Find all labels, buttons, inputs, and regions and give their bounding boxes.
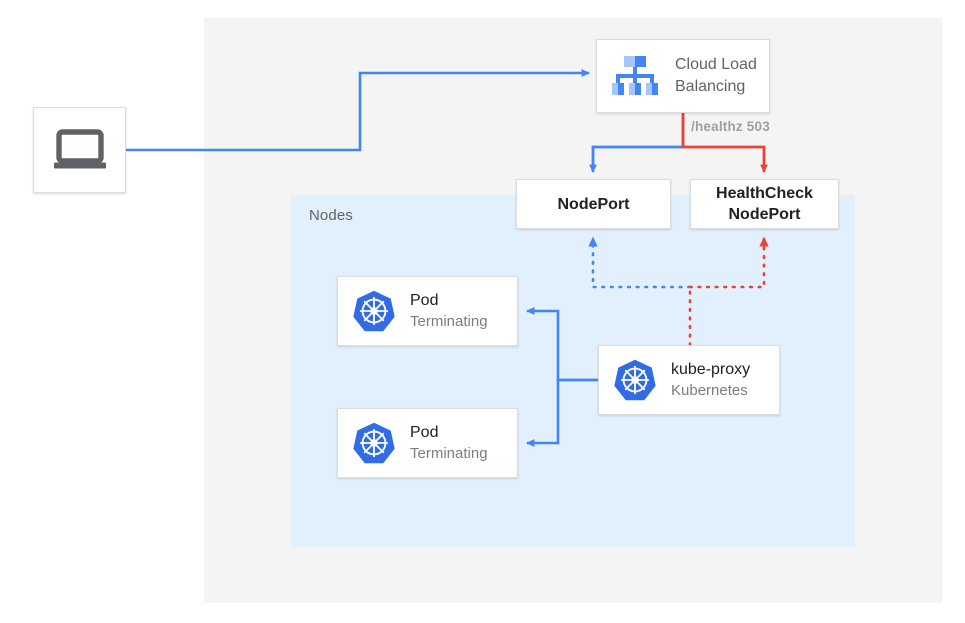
pod-node-1-title: Pod (410, 292, 439, 309)
pod-node-1[interactable]: Pod Terminating (337, 276, 518, 346)
pod-node-2-subtitle: Terminating (410, 445, 488, 462)
nodeport-label: NodePort (557, 195, 630, 213)
cloud-load-balancing-label: Cloud Load Balancing (675, 54, 757, 98)
edge-loadbalancer-to-healthcheck-nodeport (681, 113, 768, 173)
healthcheck-nodeport-line2: NodePort (728, 206, 801, 223)
cloud-load-balancing-line2: Balancing (675, 78, 746, 95)
pod-node-1-text: Pod Terminating (410, 290, 488, 332)
pod-node-1-subtitle: Terminating (410, 313, 488, 330)
kube-proxy-text: kube-proxy Kubernetes (671, 359, 750, 401)
edge-kubeproxy-to-pod1 (526, 307, 598, 382)
kube-proxy-subtitle: Kubernetes (671, 382, 748, 399)
pod-node-2-title: Pod (410, 424, 439, 441)
healthcheck-nodeport-line1: HealthCheck (716, 185, 813, 202)
laptop-icon (52, 129, 108, 171)
nodeport-node[interactable]: NodePort (516, 179, 671, 229)
cloud-load-balancing-icon (609, 52, 661, 100)
healthcheck-nodeport-node[interactable]: HealthCheck NodePort (690, 179, 839, 229)
kube-proxy-title: kube-proxy (671, 361, 751, 378)
kubernetes-icon (613, 358, 657, 402)
edge-client-to-loadbalancer (126, 69, 590, 152)
nodes-panel-label: Nodes (309, 207, 353, 224)
kubernetes-icon (352, 289, 396, 333)
healthcheck-nodeport-label: HealthCheck NodePort (716, 183, 813, 225)
kube-proxy-node[interactable]: kube-proxy Kubernetes (598, 345, 780, 415)
cloud-load-balancing-node[interactable]: Cloud Load Balancing (596, 39, 770, 113)
edge-kubeproxy-to-healthcheck-dotted (688, 236, 769, 289)
healthz-status-label: /healthz 503 (691, 119, 770, 134)
pod-node-2[interactable]: Pod Terminating (337, 408, 518, 478)
pod-node-2-text: Pod Terminating (410, 422, 488, 464)
kubernetes-icon (352, 421, 396, 465)
cloud-load-balancing-line1: Cloud Load (675, 56, 757, 73)
edge-loadbalancer-to-nodeport (589, 113, 685, 173)
edge-kubeproxy-to-pod2 (526, 378, 598, 447)
client-node[interactable] (33, 107, 126, 193)
edge-kubeproxy-to-nodeport-dotted (588, 236, 692, 289)
